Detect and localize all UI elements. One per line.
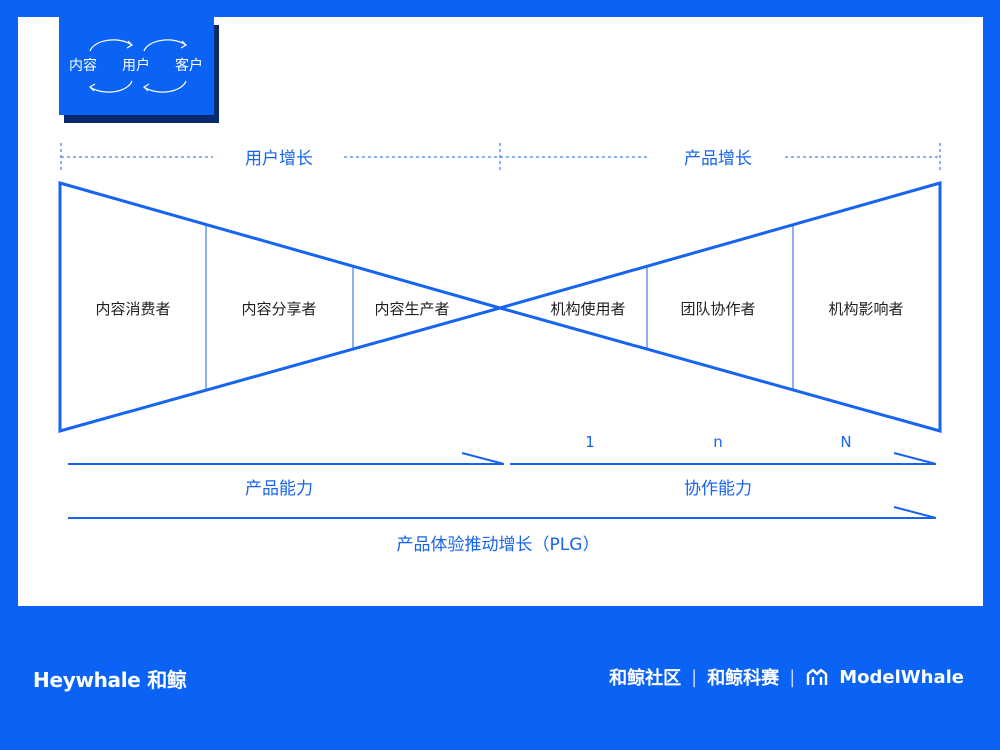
segment-team-collaborator: 团队协作者 xyxy=(680,300,755,318)
scale-mark-n: n xyxy=(713,433,723,451)
title-product-growth: 产品增长 xyxy=(684,149,752,169)
scale-mark-N: N xyxy=(840,433,851,451)
footer-links: 和鲸社区 | 和鲸科赛 | ModelWhale xyxy=(609,664,964,690)
segment-content-consumer: 内容消费者 xyxy=(95,300,170,318)
plg-diagram: 内容 用户 客户 用户增长 产品增长 内容消费者 内容分享者 内容生产者 机构使… xyxy=(58,17,942,555)
cycle-arrows-icon xyxy=(89,39,187,93)
icon-box xyxy=(59,17,214,115)
community-link[interactable]: 和鲸社区 xyxy=(609,668,682,689)
segment-content-sharer: 内容分享者 xyxy=(241,300,316,318)
label-product-capability: 产品能力 xyxy=(245,479,313,499)
competition-link[interactable]: 和鲸科赛 xyxy=(707,668,780,689)
modelwhale-link[interactable]: ModelWhale xyxy=(839,666,964,688)
icon-label-content: 内容 xyxy=(69,57,97,74)
title-user-growth: 用户增长 xyxy=(245,149,313,169)
diagram-card: 内容 用户 客户 用户增长 产品增长 内容消费者 内容分享者 内容生产者 机构使… xyxy=(18,17,983,606)
modelwhale-logo-icon xyxy=(807,668,828,685)
icon-label-customer: 客户 xyxy=(175,57,203,74)
label-plg: 产品体验推动增长（PLG） xyxy=(397,535,600,555)
separator: | xyxy=(691,666,698,688)
segment-org-influencer: 机构影响者 xyxy=(828,300,903,318)
segment-org-user: 机构使用者 xyxy=(550,300,625,318)
brand-logo-heywhale: Heywhale 和鲸 xyxy=(33,668,187,692)
label-collaboration-capability: 协作能力 xyxy=(684,479,752,499)
segment-content-producer: 内容生产者 xyxy=(374,300,449,318)
separator: | xyxy=(789,666,796,688)
header-dashes xyxy=(60,143,941,172)
bowtie-shape xyxy=(58,181,942,433)
scale-mark-1: 1 xyxy=(585,433,595,451)
capability-arrows xyxy=(68,452,937,519)
icon-label-user: 用户 xyxy=(122,57,150,74)
